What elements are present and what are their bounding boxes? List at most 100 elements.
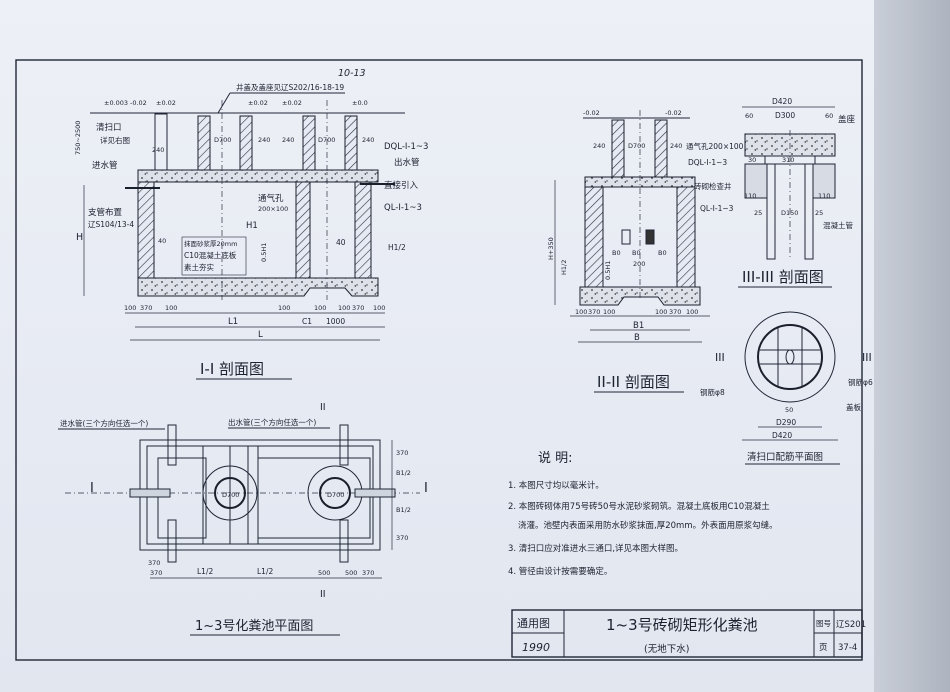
dim-label: 370 [352,304,364,312]
cover-note: 井盖及盖座见辽S202/16-18-19 [236,82,344,92]
dim-H1: H1 [246,221,258,231]
dim-label: B0 [632,249,641,257]
dim-label: 100 [686,308,698,316]
label-support: 支管布置 [88,207,123,218]
dim-label: 370 [140,304,152,312]
dim-label: 100 [124,304,136,312]
page-label: 页 [819,643,828,653]
dim-label: D700 [318,136,335,144]
dim-label: B0 [658,249,667,257]
plan-title: 1~3号化粪池平面图 [195,619,313,634]
dim-label: 500 [318,569,330,577]
page-number: 37-4 [838,643,857,653]
dim-depth: 750~2500 [74,121,82,155]
dim-label: 40 [336,238,346,247]
label-outlet-note: 出水管(三个方向任选一个) [228,417,316,427]
dim-L: L [258,330,263,340]
label-rebar: 钢筋φ8 [700,387,725,397]
elevation-label: ±0.02 [156,99,176,107]
label-beam: QL-I-1~3 [384,203,422,213]
dim-half: 0.5H1 [604,261,612,280]
dim-label: D420 [772,97,792,106]
label-support-ref: 辽S104/13-4 [88,220,134,229]
dim-half: H1/2 [560,260,568,275]
dim-label: 60 [825,112,833,120]
title-block-category: 通用图 [517,617,550,630]
notes-heading: 说 明: [538,451,573,466]
elevation-label: ±0.003 [104,99,128,107]
dim-label: 100 [165,304,177,312]
dim-label: L1/2 [197,567,213,576]
elevation-label: ±0.0 [352,99,368,107]
section-1-1: 井盖及盖座见辽S202/16-18-19 ±0.003 -0.02 ±0.02 … [74,82,428,380]
section-2-title: II-II 剖面图 [597,373,670,391]
dim-label: D150 [781,209,798,217]
dim-label: 25 [815,209,823,217]
label-cleanout: 清扫口 [96,122,122,133]
label-brick: 砖砌检查井 [694,181,732,191]
section-marker: III [862,351,872,364]
dim-label: 370 [362,569,374,577]
label-beam: DQL-I-1~3 [688,158,727,167]
elevation-label: -0.02 [665,109,682,117]
label-beam: DQL-I-1~3 [384,142,428,152]
dim-label: D700 [628,142,645,150]
elevation-label: -0.02 [583,109,600,117]
dim-label: 100 [314,304,326,312]
elevation-label: -0.02 [130,99,147,107]
section-marker-1: I [90,481,94,496]
note-item: 2. 本图砖砌体用75号砖50号水泥砂浆砌筑。混凝土底板用C10混凝土 [508,501,770,512]
label-layer: 抹面砂浆厚20mm [184,239,237,248]
notes: 说 明: 1. 本图尺寸均以毫米计。 2. 本图砖砌体用75号砖50号水泥砂浆砌… [508,451,778,577]
label-direct: 直接引入 [384,180,419,191]
dim-label: 370 [396,449,408,457]
dim-label: 370 [669,308,681,316]
dim-label: 240 [670,142,682,150]
dim-label: 240 [152,146,164,154]
elevation-label: ±0.02 [248,99,268,107]
title-block: 通用图 1990 1~3号砖砌矩形化粪池 (无地下水) 图号 辽S201 页 3… [511,609,866,658]
dim-C1: C1 [302,317,312,326]
dim-label: D300 [775,111,795,120]
section-2-2: -0.02 -0.02 240 D700 240 通气孔200×100 DQL-… [547,109,744,393]
label-layer: 素土夯实 [184,262,214,272]
section-3-3: D420 D300 60 60 盖座 310 30 110 110 25 25 … [738,97,856,288]
dim-label: 100 [278,304,290,312]
label-inlet: 进水管 [92,160,118,171]
dim-label: 25 [754,209,762,217]
dim-L1: L1 [228,317,238,327]
section-marker-2: II [320,402,326,413]
fig-no: 辽S201 [836,620,866,630]
dim-label: 100 [373,304,385,312]
section-marker-2: II [320,589,326,600]
title-block-title: 1~3号砖砌矩形化粪池 [606,616,758,634]
label-layer: C10混凝土底板 [184,250,237,260]
dim-label: 240 [258,136,270,144]
title-block-subtitle: (无地下水) [644,643,689,655]
note-item: 3. 清扫口应对准进水三通口,详见本图大样图。 [508,543,683,554]
label-plate: 盖板 [846,402,861,412]
dim-label: 240 [362,136,374,144]
dim-label: 500 [345,569,357,577]
dim-label: 1000 [326,317,345,326]
label-rebar: 钢筋φ6 [848,377,873,387]
note-item: 1. 本图尺寸均以毫米计。 [508,480,604,491]
handwritten-ref: 10-13 [338,68,366,79]
dim-label: 50 [785,406,793,414]
dim-label: 370 [588,308,600,316]
label-outlet: 出水管 [394,157,420,168]
dim-label: 110 [744,192,756,200]
septic-plan-view: 进水管(三个方向任选一个) 出水管(三个方向任选一个) D700 D700 I … [58,402,428,636]
label-pipe: 混凝土管 [823,220,853,230]
dim-label: 200 [633,260,645,268]
dim-half-H1: 0.5H1 [260,243,268,262]
section-marker-1: I [424,481,428,496]
label-cleanout-ref: 详见右图 [100,135,130,145]
label-vent: 通气孔 [258,193,284,204]
label-inlet-note: 进水管(三个方向任选一个) [60,418,148,428]
label-vent-size: 200×100 [258,205,288,213]
title-block-year: 1990 [522,641,550,654]
dim-label: 370 [148,559,160,567]
dim-label: 240 [593,142,605,150]
